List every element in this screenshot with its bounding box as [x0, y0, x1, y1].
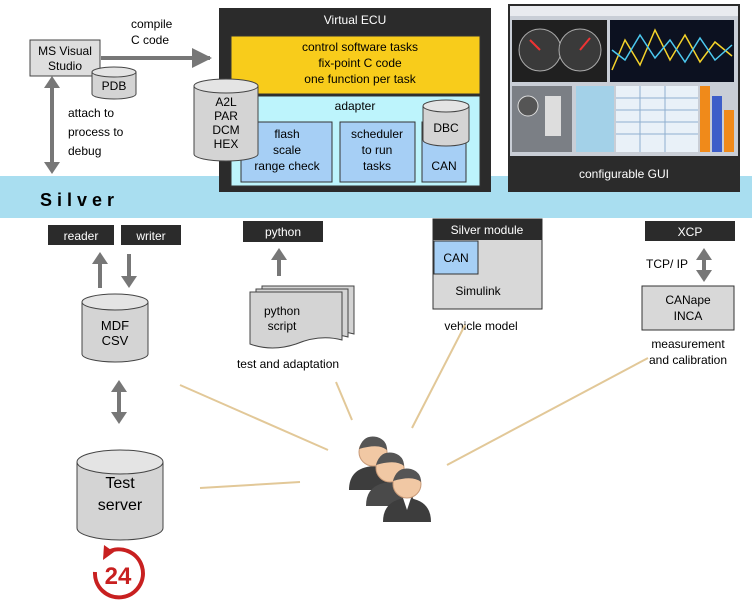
silver-module-label: Silver module: [451, 223, 524, 237]
scheduler-line-3: tasks: [363, 159, 391, 173]
xcp-label: XCP: [678, 225, 703, 239]
silver-label: Silver: [40, 190, 119, 210]
dbc-file: DBC: [422, 99, 470, 147]
tcpip-arrow: [696, 248, 712, 282]
module-can-box: [433, 240, 479, 275]
a2l-par-dcm-hex-files: A2L PAR DCM HEX: [193, 78, 259, 162]
writer-box[interactable]: [121, 225, 181, 245]
inca-label: INCA: [674, 309, 703, 323]
mdf-testserver-arrow: [111, 380, 127, 424]
module-can-label: CAN: [443, 251, 468, 265]
ms-visual-studio-box[interactable]: [29, 39, 101, 77]
reader-box[interactable]: [48, 225, 114, 245]
canape-inca-box[interactable]: [641, 285, 735, 331]
scheduler-line-1: scheduler: [351, 127, 403, 141]
par-label: PAR: [214, 109, 238, 123]
compile-label-2: C code: [131, 33, 169, 47]
reader-up-arrow: [92, 252, 108, 288]
dbc-label: DBC: [433, 121, 459, 135]
vehicle-model-label: vehicle model: [444, 319, 517, 333]
mdf-label: MDF: [101, 318, 129, 333]
pdb-label: PDB: [102, 79, 127, 93]
can-label: CAN: [431, 159, 456, 173]
gui-label: configurable GUI: [579, 167, 669, 181]
measurement-label: measurement: [651, 337, 725, 351]
silver-module-header: [433, 219, 542, 240]
flash-line-1: flash: [274, 127, 299, 141]
test-server[interactable]: Test server: [76, 449, 164, 541]
attach-label-2: process to: [68, 125, 124, 139]
hex-label: HEX: [214, 137, 239, 151]
24-hour-icon: 24: [92, 545, 145, 600]
writer-label: writer: [135, 229, 165, 243]
scheduler-line-2: to run: [362, 143, 393, 157]
tasks-line-1: control software tasks: [302, 40, 418, 54]
control-tasks-box: [230, 35, 481, 95]
python-up-arrow: [271, 248, 287, 276]
a2l-label: A2L: [215, 95, 237, 109]
simulink-label: Simulink: [455, 284, 501, 298]
calibration-label: and calibration: [649, 353, 727, 367]
adapter-label: adapter: [335, 99, 376, 113]
user-connector-lines: [179, 324, 649, 489]
compile-label-1: compile: [131, 17, 173, 31]
canape-label: CANape: [665, 293, 711, 307]
reader-label: reader: [64, 229, 99, 243]
msvs-label-2: Studio: [48, 59, 82, 73]
24-badge-label: 24: [105, 563, 132, 590]
users-group-icon: [349, 436, 431, 522]
test-adaptation-label: test and adaptation: [237, 357, 339, 371]
flash-line-3: range check: [254, 159, 320, 173]
pdb-file: PDB: [91, 66, 137, 100]
attach-label-1: attach to: [68, 106, 114, 120]
mdf-csv-storage: MDF CSV: [81, 293, 149, 363]
tcpip-label: TCP/ IP: [646, 257, 688, 271]
msvs-label-1: MS Visual: [38, 44, 92, 58]
test-server-line-2: server: [98, 497, 143, 514]
pyscript-line-2: script: [268, 319, 297, 333]
scheduler-box: [339, 121, 416, 183]
writer-down-arrow: [121, 254, 137, 288]
virtual-ecu-title: Virtual ECU: [324, 13, 386, 27]
tasks-line-2: fix-point C code: [318, 56, 402, 70]
attach-debug-arrow: [44, 76, 60, 174]
tasks-line-3: one function per task: [304, 72, 416, 86]
csv-label: CSV: [102, 333, 129, 348]
pyscript-line-1: python: [264, 304, 300, 318]
attach-label-3: debug: [68, 144, 101, 158]
flash-line-2: scale: [273, 143, 301, 157]
python-box[interactable]: [243, 221, 323, 242]
test-server-line-1: Test: [105, 475, 135, 492]
gui-screenshot[interactable]: [508, 4, 740, 192]
python-label: python: [265, 225, 301, 239]
python-script-docs: python script: [249, 285, 355, 349]
dcm-label: DCM: [212, 123, 239, 137]
xcp-box[interactable]: [645, 221, 735, 241]
